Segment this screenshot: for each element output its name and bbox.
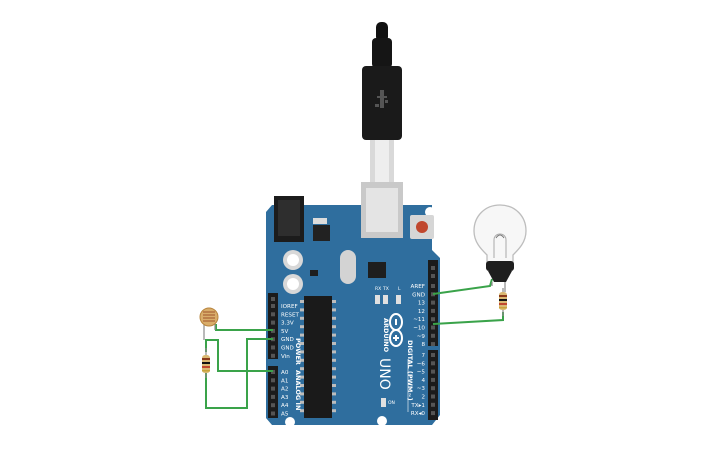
on-led [381,398,386,407]
small-chip [310,270,318,276]
pin-label: 12 [418,309,425,315]
crystal [340,250,356,284]
capacitor [283,250,303,270]
mounting-hole [285,417,295,427]
pin-label: ~3 [417,386,426,392]
pin-label: RX◂0 [411,411,426,417]
pin-label: ~10 [413,326,425,332]
pin-label: 13 [418,301,426,307]
pin-label: ~9 [417,334,426,340]
pin-label: ~11 [413,317,425,323]
led-l-label: L [398,286,401,292]
pin-label: RESET [281,312,300,318]
pin-label: A1 [281,378,289,384]
digital-header-bottom[interactable] [428,350,438,420]
led-tx-label: TX [382,286,389,292]
wire-a0-to-junction[interactable] [205,339,273,372]
pin-label: Vin [281,354,290,360]
pin-label: A0 [281,370,289,376]
digital-title: DIGITAL (PWM~) [406,340,414,401]
pin-label: 2 [421,395,425,401]
pin-label: IOREF [281,304,298,310]
pin-label: GND [412,292,425,298]
usb-cable [362,22,402,182]
power-jack [274,196,304,242]
led-rx-label: RX [375,286,381,292]
tx-rx-leds: RX TX L [375,286,401,304]
pin-label: ~6 [417,361,426,367]
arduino-logo [389,313,403,347]
brand-text: ARDUINO [382,318,390,353]
pin-label: 7 [421,353,425,359]
on-label: ON [388,400,395,406]
photoresistor-icon[interactable] [199,307,219,340]
model-text: UNO [376,358,392,390]
wire-pin10-to-resistor[interactable] [432,312,504,325]
mounting-hole [425,207,435,217]
pin-label: A5 [281,412,289,418]
pin-label: GND [281,337,294,343]
analog-header[interactable] [268,366,278,418]
usb-chip [368,262,386,278]
resistor-bulb[interactable] [499,288,507,316]
mounting-hole [377,416,387,426]
pin-label: AREF [411,284,425,290]
pin-label: 4 [421,378,425,384]
pin-label: TX▸1 [410,403,425,409]
analog-title: ANALOG IN [294,370,302,410]
voltage-regulator [313,218,330,241]
resistor-pulldown[interactable] [202,348,210,378]
pin-label: GND [281,346,294,352]
usb-port [361,182,403,238]
pin-label: 5V [281,329,289,335]
wire-gnd-to-resistor[interactable] [205,338,273,409]
power-title: POWER [294,338,302,365]
pin-label: A4 [281,403,289,409]
light-bulb-icon[interactable] [473,204,527,292]
microcontroller-chip [300,296,336,418]
pin-label: ~5 [417,370,426,376]
pin-label: A2 [281,387,288,393]
capacitor [283,274,303,294]
arduino-board[interactable]: RX TX L ON ARDUINO UNO DIGITAL (PWM~) PO… [266,182,440,427]
pin-label: 8 [421,342,425,348]
reset-button[interactable] [410,215,434,239]
pin-label: A3 [281,395,289,401]
wire-5v-to-photoresistor[interactable] [215,324,273,331]
wire-gnd-to-bulb[interactable] [432,278,493,295]
pin-label: 3.3V [281,321,294,327]
power-header[interactable] [268,293,278,359]
